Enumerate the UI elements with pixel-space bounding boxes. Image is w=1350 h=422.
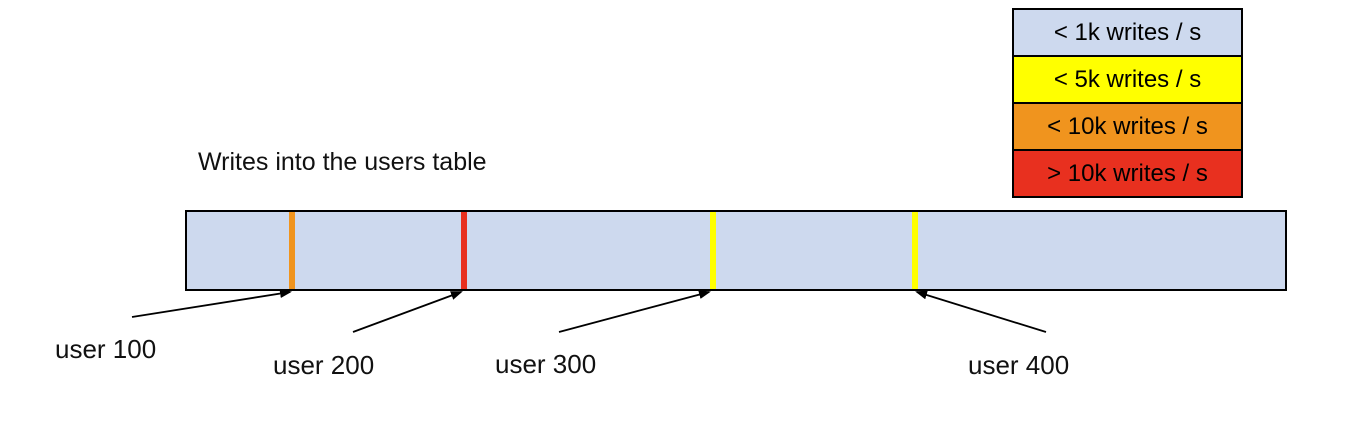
arrow-user-400 [915, 290, 1047, 333]
legend-item-label: < 1k writes / s [1053, 18, 1202, 46]
label-user-200: user 200 [273, 350, 375, 380]
arrow-user-200 [352, 291, 463, 333]
legend-item-2: < 10k writes / s [1012, 102, 1243, 151]
legend: < 1k writes / s < 5k writes / s < 10k writ… [1012, 8, 1243, 198]
arrow-user-100 [131, 289, 292, 318]
label-user-100: user 100 [55, 334, 157, 364]
legend-item-label: < 10k writes / s [1047, 112, 1208, 140]
hotspot-stripe-user-200 [461, 212, 467, 289]
legend-item-0: < 1k writes / s [1012, 8, 1243, 57]
arrow-user-300 [558, 290, 711, 333]
label-user-300: user 300 [495, 349, 597, 379]
legend-item-1: < 5k writes / s [1012, 55, 1243, 104]
diagram-title: Writes into the users table [198, 148, 487, 176]
hotspot-stripe-user-300 [710, 212, 716, 289]
label-user-400: user 400 [968, 350, 1070, 380]
hotspot-stripe-user-100 [289, 212, 295, 289]
hotspot-stripe-user-400 [912, 212, 918, 289]
legend-item-label: < 5k writes / s [1053, 65, 1202, 93]
legend-item-3: > 10k writes / s [1012, 149, 1243, 198]
users-table-bar [185, 210, 1287, 291]
legend-item-label: > 10k writes / s [1047, 159, 1208, 187]
